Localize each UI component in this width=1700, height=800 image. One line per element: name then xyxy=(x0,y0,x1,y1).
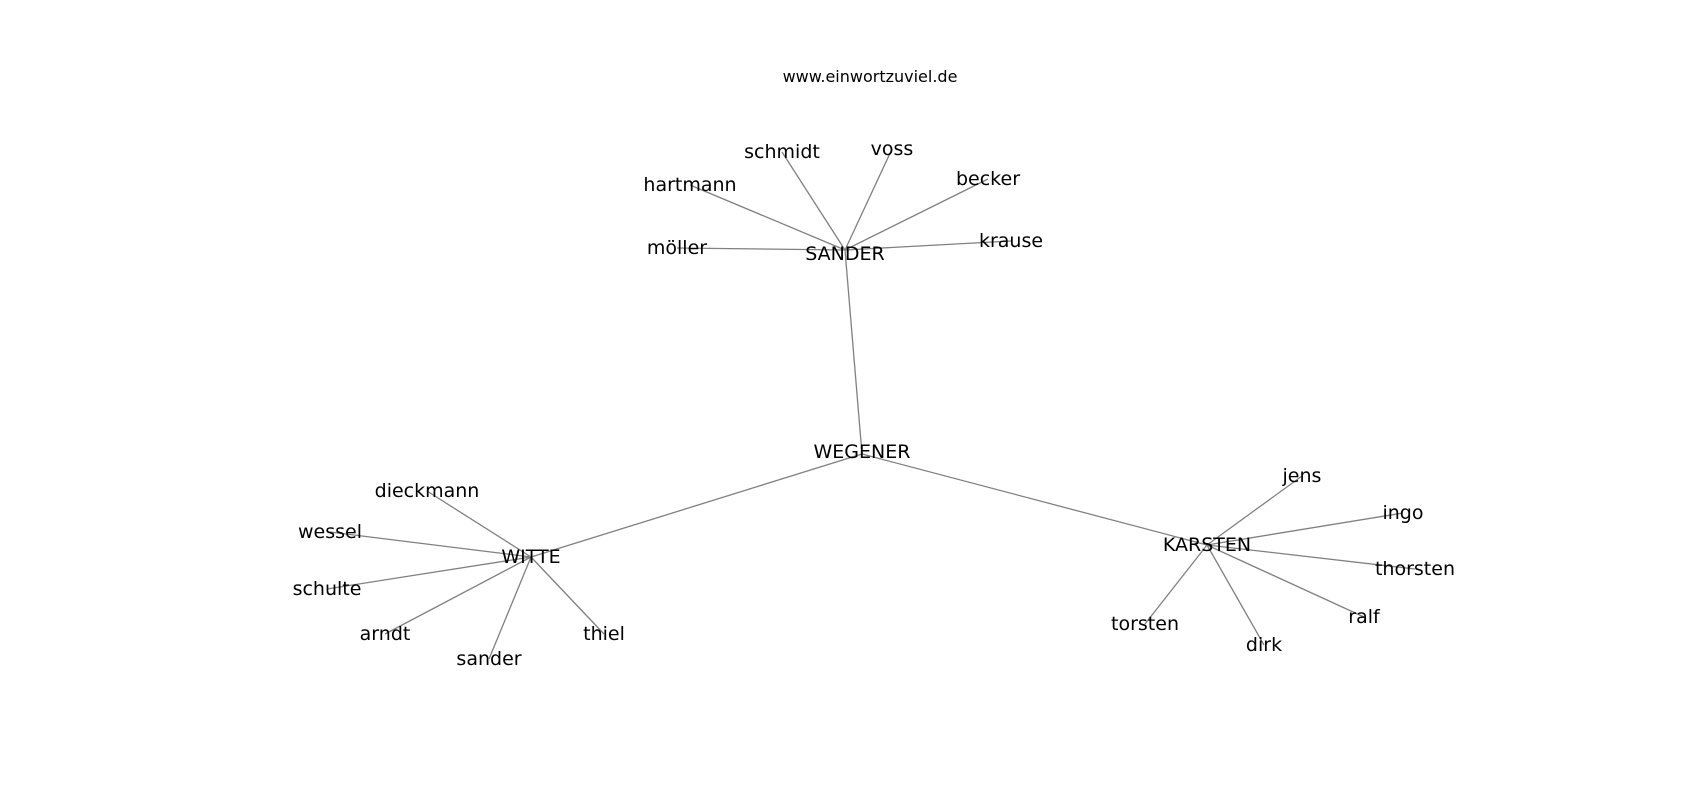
node-label-voss: voss xyxy=(871,138,914,160)
node-label-dirk: dirk xyxy=(1246,634,1282,656)
edge-witte-dieckmann xyxy=(426,490,532,558)
node-label-wegener-hub: WEGENER xyxy=(814,441,911,463)
node-label-sander: sander xyxy=(456,648,521,670)
edge-karsten-ralf xyxy=(1206,544,1365,618)
node-label-sander-hub: SANDER xyxy=(805,243,884,265)
edge-karsten-ingo xyxy=(1206,512,1404,546)
edge-sander-krause xyxy=(844,240,1012,251)
node-label-torsten: torsten xyxy=(1111,613,1179,635)
edge-sander-schmidt xyxy=(781,151,846,251)
node-label-wessel: wessel xyxy=(298,521,362,543)
node-label-krause: krause xyxy=(979,230,1043,252)
edge-witte-wessel xyxy=(329,531,532,558)
node-label-hartmann: hartmann xyxy=(643,174,736,196)
node-label-thiel: thiel xyxy=(583,623,625,645)
edge-wegener-sander xyxy=(844,249,863,455)
edge-karsten-thorsten xyxy=(1206,544,1416,570)
node-labels-group: WEGENER SANDER WITTE KARSTEN hartmann schmidt… xyxy=(293,138,1455,670)
edge-wegener-witte xyxy=(530,453,863,558)
edge-sander-voss xyxy=(844,148,893,251)
edge-sander-moller xyxy=(676,247,846,251)
edge-wegener-karsten xyxy=(861,453,1208,546)
edge-karsten-jens xyxy=(1206,475,1303,546)
edge-witte-arndt xyxy=(384,556,532,635)
node-label-ingo: ingo xyxy=(1382,502,1423,524)
node-label-moller: möller xyxy=(647,237,707,259)
edge-witte-schulte xyxy=(326,556,532,590)
node-label-schmidt: schmidt xyxy=(744,141,820,163)
node-label-arndt: arndt xyxy=(360,623,411,645)
node-label-witte-hub: WITTE xyxy=(501,546,560,568)
edge-witte-thiel xyxy=(530,556,605,635)
node-label-schulte: schulte xyxy=(293,578,362,600)
node-label-dieckmann: dieckmann xyxy=(375,480,480,502)
edge-sander-hartmann xyxy=(689,184,846,251)
edges-group xyxy=(326,148,1416,660)
node-label-karsten-hub: KARSTEN xyxy=(1163,534,1251,556)
edge-sander-becker xyxy=(844,178,989,251)
site-title: www.einwortzuviel.de xyxy=(783,67,958,86)
node-label-ralf: ralf xyxy=(1348,606,1381,628)
node-label-thorsten: thorsten xyxy=(1375,558,1455,580)
node-label-becker: becker xyxy=(956,168,1020,190)
edge-witte-sander xyxy=(488,556,532,660)
edge-karsten-torsten xyxy=(1144,544,1208,625)
node-label-jens: jens xyxy=(1282,465,1322,487)
edge-karsten-dirk xyxy=(1206,544,1265,646)
